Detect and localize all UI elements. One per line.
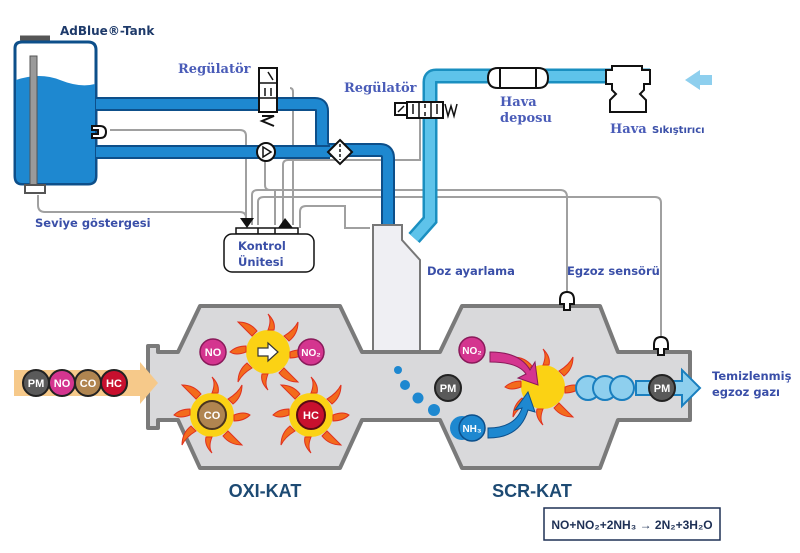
oxi-no2-molecule: NO₂ bbox=[297, 338, 325, 366]
no2-reaction-arrow bbox=[489, 351, 539, 386]
oxi-kat-label: OXI-KAT bbox=[229, 481, 302, 501]
reaction-equation: NO+NO₂+2NH₃ → 2N₂+3H₂O bbox=[551, 518, 712, 532]
oxi-no-molecule: NO bbox=[199, 338, 227, 366]
regulator-valve-2 bbox=[394, 101, 458, 119]
svg-text:CO: CO bbox=[204, 410, 221, 422]
regulator-2-label: Regülatör bbox=[344, 81, 417, 96]
inlet-molecule-co: CO bbox=[74, 369, 102, 397]
control-unit bbox=[223, 218, 315, 273]
scr-kat-label: SCR-KAT bbox=[492, 481, 572, 501]
outlet-pm-molecule: PM bbox=[648, 374, 676, 402]
air-tank-icon bbox=[486, 67, 550, 89]
inlet-molecule-hc: HC bbox=[100, 369, 128, 397]
oxidation-arrow-icon bbox=[257, 341, 279, 363]
control-unit-label-line2: Ünitesi bbox=[238, 254, 284, 269]
adblue-droplets bbox=[394, 366, 440, 416]
compressor-icon bbox=[605, 65, 651, 113]
exhaust-sensor-label: Egzoz sensörü bbox=[567, 264, 660, 278]
pump-icon bbox=[256, 142, 276, 162]
svg-text:HC: HC bbox=[106, 378, 122, 390]
svg-text:CO: CO bbox=[80, 378, 97, 390]
regulator-1-label: Regülatör bbox=[178, 62, 251, 77]
air-tank-label-line2: deposu bbox=[500, 111, 552, 126]
svg-text:NO₂: NO₂ bbox=[301, 348, 320, 359]
adblue-tank bbox=[13, 35, 108, 194]
regulator-valve-1 bbox=[258, 67, 278, 127]
clean-gas-bubbles bbox=[575, 375, 635, 401]
svg-text:NO: NO bbox=[205, 347, 222, 359]
inlet-molecule-pm: PM bbox=[22, 369, 50, 397]
dosing-module bbox=[372, 224, 421, 361]
svg-text:PM: PM bbox=[654, 383, 671, 395]
air-pipes bbox=[408, 68, 650, 243]
clean-exhaust-label-line2: egzoz gazı bbox=[712, 385, 780, 399]
air-inlet-arrow-icon bbox=[685, 70, 712, 90]
svg-text:PM: PM bbox=[28, 378, 45, 390]
scr-no2-molecule: NO₂ bbox=[458, 336, 486, 364]
air-tank-label-line1: Hava bbox=[500, 95, 537, 110]
nh3-reaction-arrow bbox=[487, 390, 536, 439]
svg-text:NO₂: NO₂ bbox=[462, 346, 481, 357]
inlet-molecule-no: NO bbox=[48, 369, 76, 397]
svg-text:PM: PM bbox=[440, 383, 457, 395]
equation-box bbox=[543, 507, 721, 541]
inlet-molecules: PM NO CO HC bbox=[22, 369, 128, 397]
oxi-hc-molecule: HC bbox=[296, 400, 326, 430]
dosing-label: Doz ayarlama bbox=[427, 264, 515, 278]
svg-text:NO: NO bbox=[54, 378, 71, 390]
compressor-label-word2: Sıkıştırıcı bbox=[652, 125, 705, 136]
clean-exhaust-label-line1: Temizlenmiş bbox=[712, 369, 792, 383]
level-sensor-label: Seviye göstergesi bbox=[35, 216, 151, 230]
control-unit-label-line1: Kontrol bbox=[238, 239, 286, 253]
scr-nh3-molecule: NH₃ bbox=[450, 414, 486, 442]
oxi-co-molecule: CO bbox=[197, 400, 227, 430]
svg-text:HC: HC bbox=[303, 410, 319, 422]
svg-text:NH₃: NH₃ bbox=[462, 424, 481, 435]
tank-sensor-icon bbox=[91, 125, 108, 139]
adblue-pipes bbox=[96, 97, 395, 230]
filter-icon bbox=[326, 138, 354, 166]
signal-wires bbox=[37, 87, 662, 345]
compressor-label-word1: Hava bbox=[610, 122, 647, 137]
adblue-tank-label: AdBlue®-Tank bbox=[60, 24, 155, 38]
scr-pm-molecule: PM bbox=[434, 374, 462, 402]
